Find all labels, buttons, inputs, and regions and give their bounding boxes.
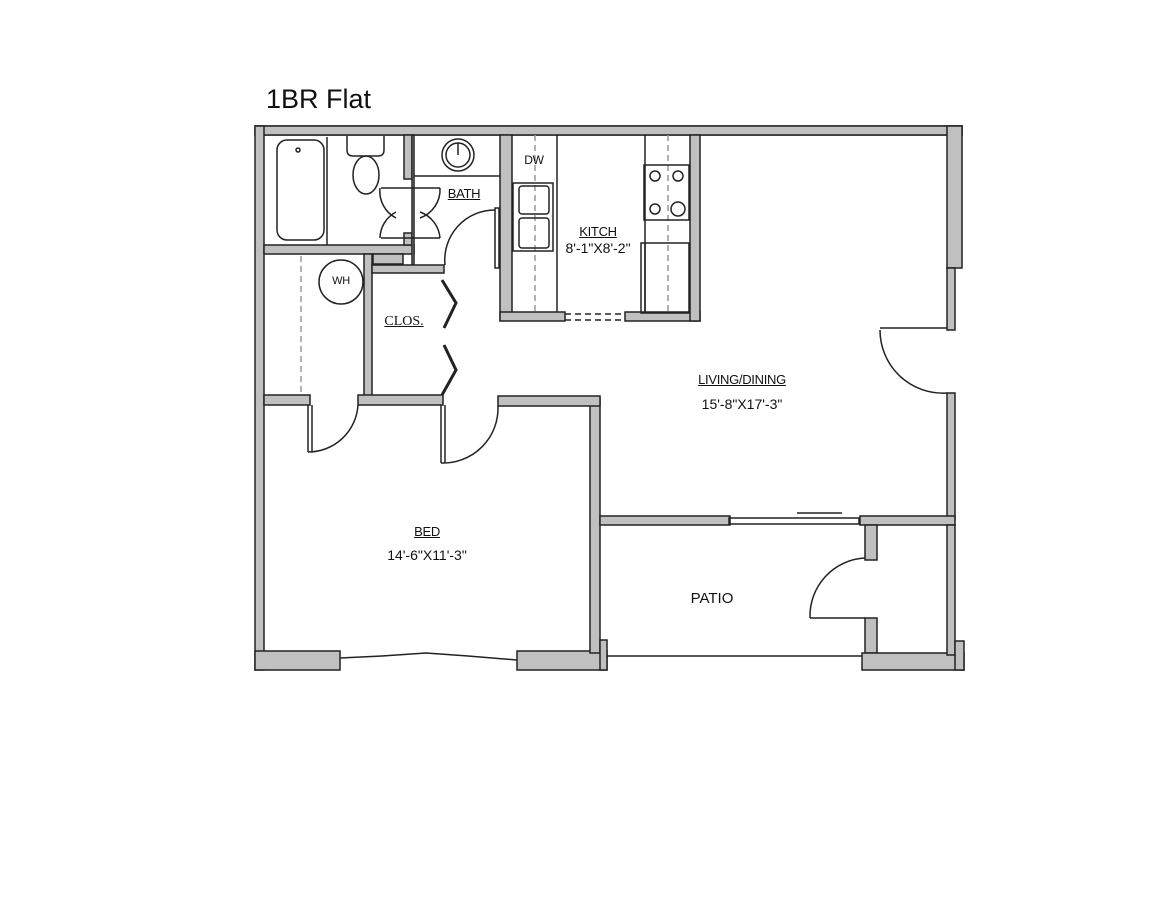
wall-storage-left: [864, 524, 878, 561]
wall-small-shelf: [372, 253, 404, 265]
toilet-tank: [346, 136, 385, 157]
sink-icon: [441, 138, 475, 172]
wall-bath-right: [411, 134, 415, 266]
wall-right-mid: [946, 267, 956, 331]
wall-storage-right: [946, 524, 956, 656]
water-heater-icon: [318, 259, 364, 305]
dishwasher-label: DW: [524, 153, 544, 167]
wall-bed-bottom-right: [516, 650, 608, 671]
wall-kitchen-bottom-left: [499, 311, 566, 322]
plan-title: 1BR Flat: [266, 84, 372, 114]
wall-closet-bottom2: [357, 394, 444, 406]
wall-kitchen-left: [499, 134, 513, 321]
sliding-door: [728, 517, 860, 525]
wall-bed-right-foot: [599, 639, 608, 671]
kitchen-dimensions: 8'-1"X8'-2": [565, 240, 631, 256]
wall-bath-split: [403, 134, 413, 180]
wall-wh-right: [363, 253, 373, 405]
water-heater-label: WH: [332, 275, 350, 287]
wall-bath-bottom: [263, 244, 415, 255]
wall-right-upper: [946, 125, 963, 269]
living-label: LIVING/DINING: [698, 372, 786, 387]
bathtub: [276, 139, 325, 241]
bed-dimensions: 14'-6"X11'-3": [387, 547, 467, 563]
bed-label: BED: [414, 524, 440, 539]
kitchen-label: KITCH: [579, 224, 617, 239]
wall-storage-left-lower: [864, 617, 878, 654]
wall-patio-top-right: [859, 515, 956, 526]
wall-bed-top-right: [497, 395, 601, 407]
bath-label: BATH: [447, 186, 481, 201]
wall-storage-right-foot: [954, 640, 965, 671]
wall-top-band: [254, 125, 963, 136]
wall-bed-right: [589, 397, 601, 654]
wall-kitchen-right: [689, 134, 701, 322]
patio-label: PATIO: [690, 590, 734, 607]
wall-left: [254, 125, 265, 671]
wall-closet-top: [371, 264, 445, 274]
wall-patio-top-left: [599, 515, 731, 526]
closet-label: CLOS.: [384, 314, 424, 329]
wall-bath-split-lower: [403, 232, 413, 246]
toilet-bowl: [352, 155, 380, 195]
bedroom-window: [339, 652, 518, 661]
stove-icon: [643, 164, 690, 221]
wall-closet-bottom: [263, 394, 311, 406]
kitchen-sink: [512, 182, 554, 252]
wall-bed-bottom-left: [254, 650, 341, 671]
living-dimensions: 15'-8"X17'-3": [701, 396, 783, 412]
wall-right-lower: [946, 392, 956, 520]
refrigerator: [640, 242, 690, 314]
